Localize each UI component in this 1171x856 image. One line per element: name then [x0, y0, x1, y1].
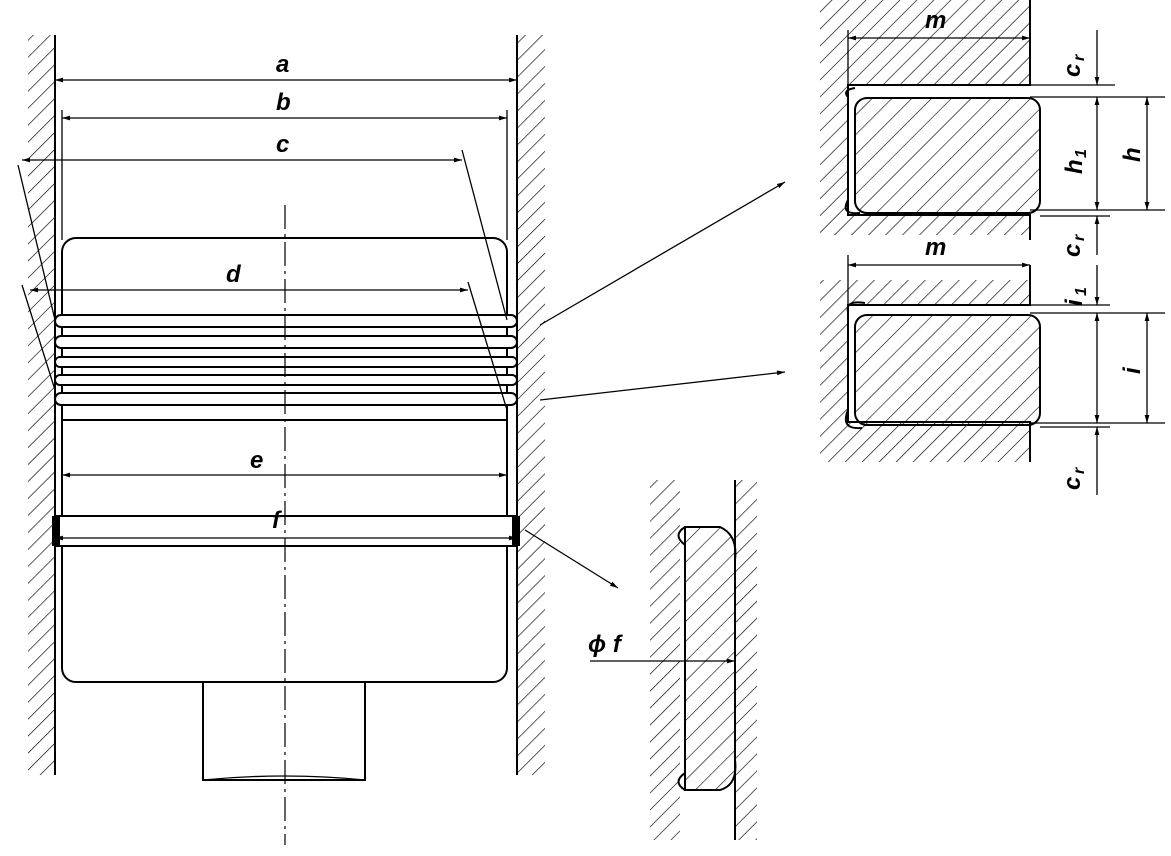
svg-text:c: c [1059, 477, 1086, 490]
dim-label-m-top: m [925, 7, 946, 34]
dim-label-d: d [226, 261, 242, 288]
dim-label-cr-2: c r [1059, 234, 1088, 257]
piston-rings [52, 314, 520, 547]
svg-text:c: c [1059, 244, 1086, 257]
svg-text:r: r [1071, 467, 1088, 474]
dim-label-b: b [276, 89, 291, 116]
dim-label-c: c [276, 131, 289, 158]
dim-label-h1: h 1 [1061, 149, 1090, 174]
dim-label-e: e [250, 447, 263, 474]
svg-text:h: h [1061, 159, 1088, 174]
dim-label-m-bottom: m [925, 234, 946, 261]
dim-label-f: f [272, 507, 282, 534]
dimension-lines [17, 77, 786, 589]
dim-label-phi-f: ϕ f [588, 631, 623, 658]
svg-text:i: i [1061, 298, 1088, 306]
svg-text:1: 1 [1073, 287, 1090, 296]
svg-text:r: r [1071, 234, 1088, 241]
dim-label-h: h [1119, 147, 1146, 162]
detail-ring-groove-top [820, 0, 1165, 255]
detail-ring-profile [590, 480, 757, 840]
svg-text:1: 1 [1073, 149, 1090, 158]
cylinder-wall-left [28, 35, 56, 775]
dim-label-cr-3: c r [1059, 467, 1088, 490]
svg-text:r: r [1071, 54, 1088, 61]
dim-label-i: i [1119, 366, 1146, 374]
dim-label-cr-1: c r [1059, 54, 1088, 77]
cylinder-wall-right [516, 35, 545, 775]
dim-label-a: a [276, 51, 289, 78]
dim-label-i1: i 1 [1061, 287, 1090, 306]
svg-text:c: c [1059, 64, 1086, 77]
detail-ring-groove-bottom [820, 255, 1165, 495]
